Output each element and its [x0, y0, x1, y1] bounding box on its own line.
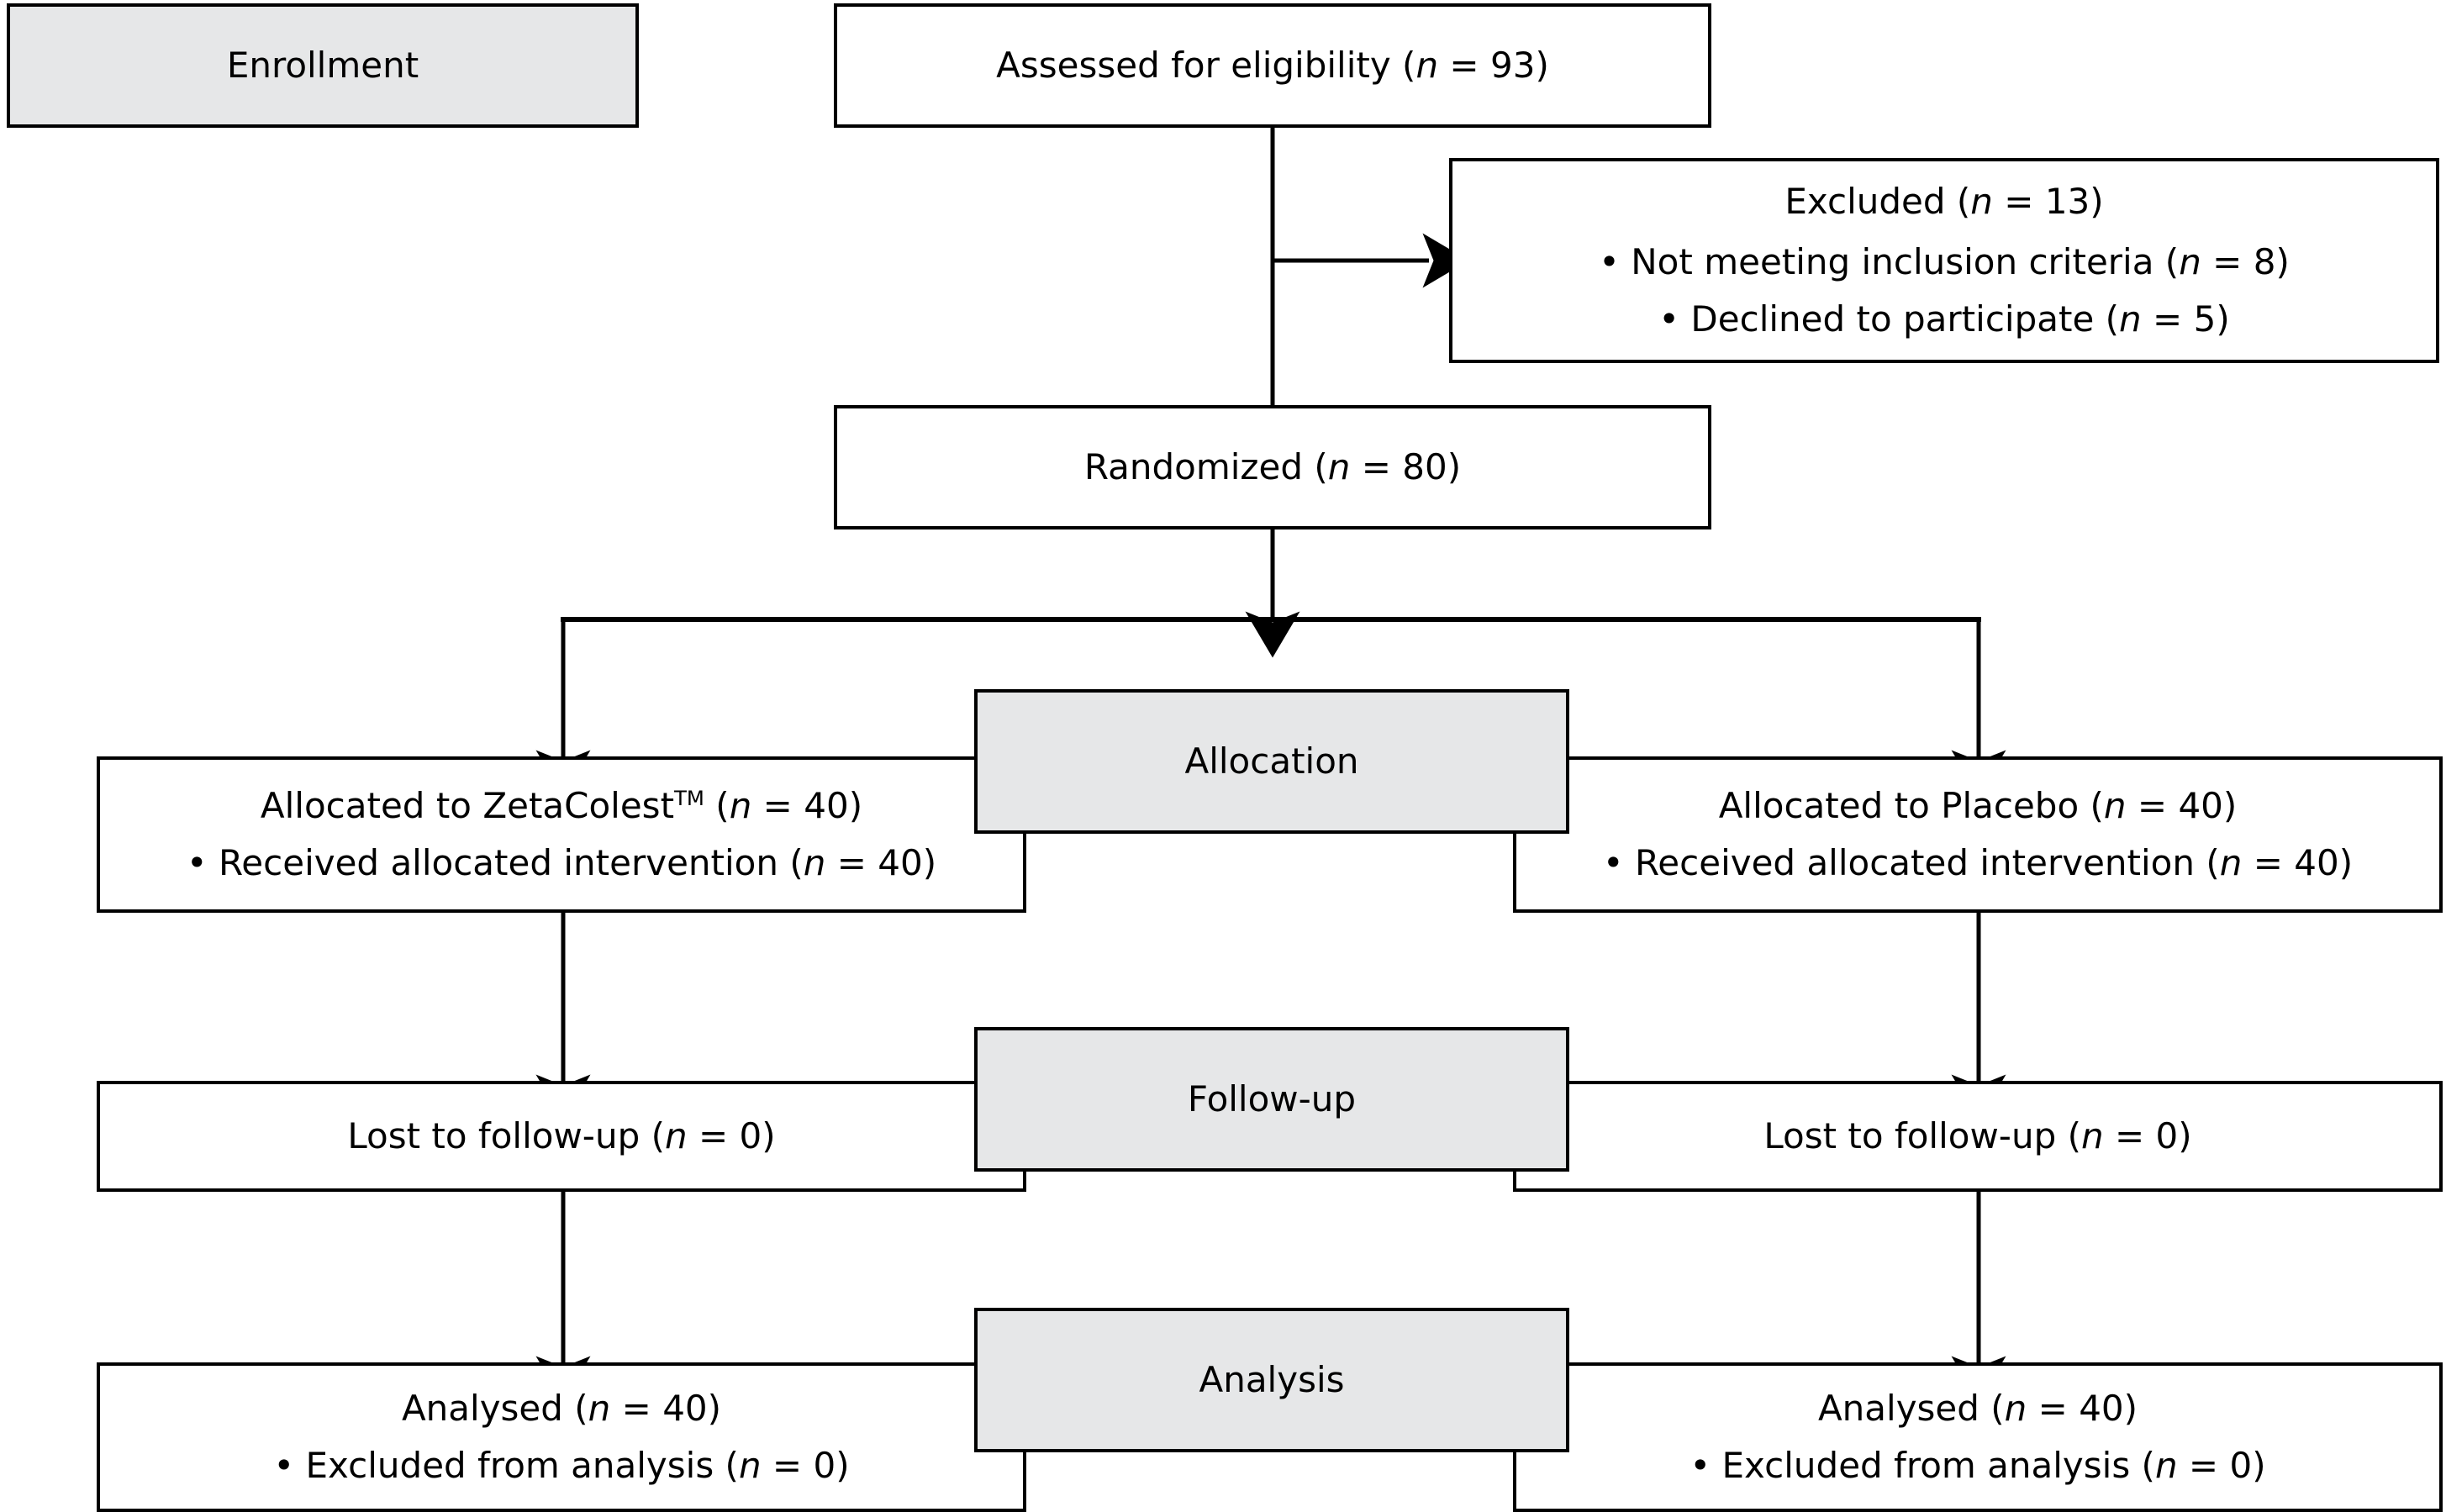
randomized-text: Randomized (n = 80) — [1083, 446, 1462, 488]
stage-label-follow-up: Follow-up — [974, 1027, 1569, 1172]
excluded-reason-n: 5 — [2193, 298, 2217, 340]
analysis-right-n: 40 — [2079, 1388, 2124, 1430]
allocation-left-product: Allocated to ZetaColest — [260, 785, 675, 827]
allocation-left-headline: Allocated to ZetaColestTM (n = 40) — [260, 785, 863, 827]
followup-left-label: Lost to follow-up — [347, 1115, 640, 1157]
analysis-left-detail: • Excluded from analysis (n = 0) — [273, 1445, 850, 1486]
excluded-reason-label: Declined to participate — [1690, 298, 2095, 340]
followup-right-label: Lost to follow-up — [1763, 1115, 2057, 1157]
analysis-right-detail: • Excluded from analysis (n = 0) — [1690, 1445, 2266, 1486]
stage-label-analysis-text: Analysis — [1199, 1359, 1345, 1401]
followup-left-text: Lost to follow-up (n = 0) — [347, 1115, 776, 1157]
n-symbol: n — [2154, 1445, 2178, 1486]
box-assessed-for-eligibility: Assessed for eligibility (n = 93) — [834, 3, 1711, 128]
box-analysis-placebo-arm: Analysed (n = 40) • Excluded from analys… — [1513, 1362, 2443, 1512]
allocation-left-detail: • Received allocated intervention (n = 4… — [186, 842, 937, 883]
assessed-text: Assessed for eligibility (n = 93) — [996, 45, 1549, 87]
box-randomized: Randomized (n = 80) — [834, 405, 1711, 529]
stage-label-allocation: Allocation — [974, 689, 1569, 834]
excluded-reason-label: Not meeting inclusion criteria — [1631, 241, 2154, 283]
n-symbol: n — [2103, 785, 2127, 827]
excluded-heading: Excluded (n = 13) — [1784, 181, 2104, 223]
allocation-right-headline: Allocated to Placebo (n = 40) — [1718, 785, 2238, 827]
stage-label-enrollment: Enrollment — [7, 3, 639, 128]
followup-right-text: Lost to follow-up (n = 0) — [1763, 1115, 2192, 1157]
box-followup-placebo-arm: Lost to follow-up (n = 0) — [1513, 1081, 2443, 1192]
n-symbol: n — [664, 1115, 688, 1157]
randomized-label: Randomized — [1083, 446, 1303, 488]
followup-left-n: 0 — [739, 1115, 762, 1157]
excluded-reason-n: 8 — [2253, 241, 2276, 283]
n-symbol: n — [803, 842, 826, 883]
allocation-right-n: 40 — [2178, 785, 2223, 827]
n-symbol: n — [2219, 842, 2243, 883]
analysis-left-headline: Analysed (n = 40) — [401, 1388, 722, 1430]
trademark-icon: TM — [674, 786, 704, 811]
box-followup-intervention-arm: Lost to follow-up (n = 0) — [97, 1081, 1026, 1192]
n-symbol: n — [729, 785, 752, 827]
n-symbol: n — [2119, 298, 2142, 340]
stage-label-allocation-text: Allocation — [1184, 740, 1359, 782]
analysis-left-n: 40 — [662, 1388, 708, 1430]
box-analysis-intervention-arm: Analysed (n = 40) • Excluded from analys… — [97, 1362, 1026, 1512]
analysis-left-detail-n: 0 — [813, 1445, 836, 1486]
box-allocation-placebo-arm: Allocated to Placebo (n = 40) • Received… — [1513, 756, 2443, 913]
stage-label-analysis: Analysis — [974, 1308, 1569, 1452]
excluded-reason-item: • Declined to participate (n = 5) — [1658, 298, 2230, 340]
n-symbol: n — [738, 1445, 762, 1486]
excluded-n: 13 — [2044, 181, 2090, 223]
n-symbol: n — [2004, 1388, 2027, 1430]
n-symbol: n — [1327, 446, 1351, 488]
assessed-label: Assessed for eligibility — [996, 45, 1391, 87]
allocation-left-n: 40 — [804, 785, 849, 827]
allocation-right-detail: • Received allocated intervention (n = 4… — [1602, 842, 2354, 883]
allocation-right-detail-n: 40 — [2294, 842, 2339, 883]
randomized-n: 80 — [1402, 446, 1447, 488]
n-symbol: n — [2179, 241, 2201, 283]
excluded-reason-item: • Not meeting inclusion criteria (n = 8) — [1599, 241, 2290, 283]
box-excluded: Excluded (n = 13) • Not meeting inclusio… — [1449, 158, 2439, 363]
allocation-left-detail-n: 40 — [878, 842, 923, 883]
box-allocation-intervention-arm: Allocated to ZetaColestTM (n = 40) • Rec… — [97, 756, 1026, 913]
stage-label-enrollment-text: Enrollment — [226, 45, 419, 87]
n-symbol: n — [588, 1388, 611, 1430]
assessed-n: 93 — [1489, 45, 1536, 87]
allocation-right-label: Allocated to Placebo — [1718, 785, 2080, 827]
stage-label-follow-up-text: Follow-up — [1187, 1078, 1357, 1120]
analysis-right-headline: Analysed (n = 40) — [1817, 1388, 2138, 1430]
n-symbol: n — [1415, 45, 1439, 87]
n-symbol: n — [1970, 181, 1993, 223]
followup-right-n: 0 — [2155, 1115, 2179, 1157]
analysis-right-detail-n: 0 — [2229, 1445, 2253, 1486]
n-symbol: n — [2080, 1115, 2104, 1157]
